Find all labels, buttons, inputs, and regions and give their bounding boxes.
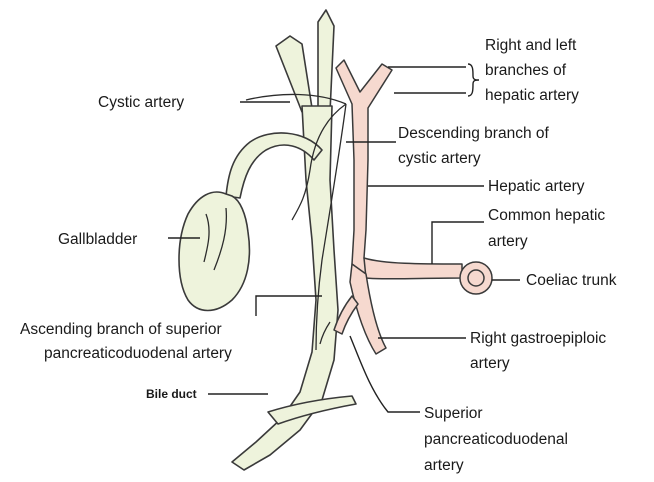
label-ascending-1: Ascending branch of superior	[20, 321, 222, 338]
label-superior-pd-2: pancreaticoduodenal	[424, 431, 568, 448]
right-hepatic-duct	[276, 36, 312, 112]
label-descending-1: Descending branch of	[398, 125, 549, 142]
label-right-left-branches-1: Right and left	[485, 37, 577, 54]
hepatic-artery	[336, 60, 392, 274]
label-coeliac-trunk: Coeliac trunk	[526, 272, 617, 289]
label-descending-2: cystic artery	[398, 150, 481, 167]
leader-common-hepatic	[432, 222, 484, 264]
label-common-hepatic-2: artery	[488, 233, 528, 250]
label-gastroepiploic-2: artery	[470, 355, 510, 372]
label-right-left-branches-2: branches of	[485, 62, 567, 79]
label-superior-pd-3: artery	[424, 457, 464, 474]
label-ascending-2: pancreaticoduodenal artery	[44, 345, 232, 362]
label-gallbladder: Gallbladder	[58, 231, 137, 248]
leader-branches-brace	[468, 64, 479, 96]
coeliac-trunk-lumen	[468, 270, 484, 286]
label-right-left-branches-3: hepatic artery	[485, 87, 579, 104]
arterial-tree	[334, 60, 492, 354]
label-cystic-artery: Cystic artery	[98, 94, 184, 111]
label-hepatic-artery: Hepatic artery	[488, 178, 585, 195]
label-superior-pd-1: Superior	[424, 405, 483, 422]
biliary-tree	[179, 10, 356, 470]
common-hepatic-artery	[364, 258, 462, 279]
leader-ascending	[256, 296, 322, 316]
gallbladder-body	[179, 192, 249, 310]
label-bile-duct: Bile duct	[146, 387, 197, 401]
label-common-hepatic-1: Common hepatic	[488, 207, 605, 224]
label-gastroepiploic-1: Right gastroepiploic	[470, 330, 606, 347]
